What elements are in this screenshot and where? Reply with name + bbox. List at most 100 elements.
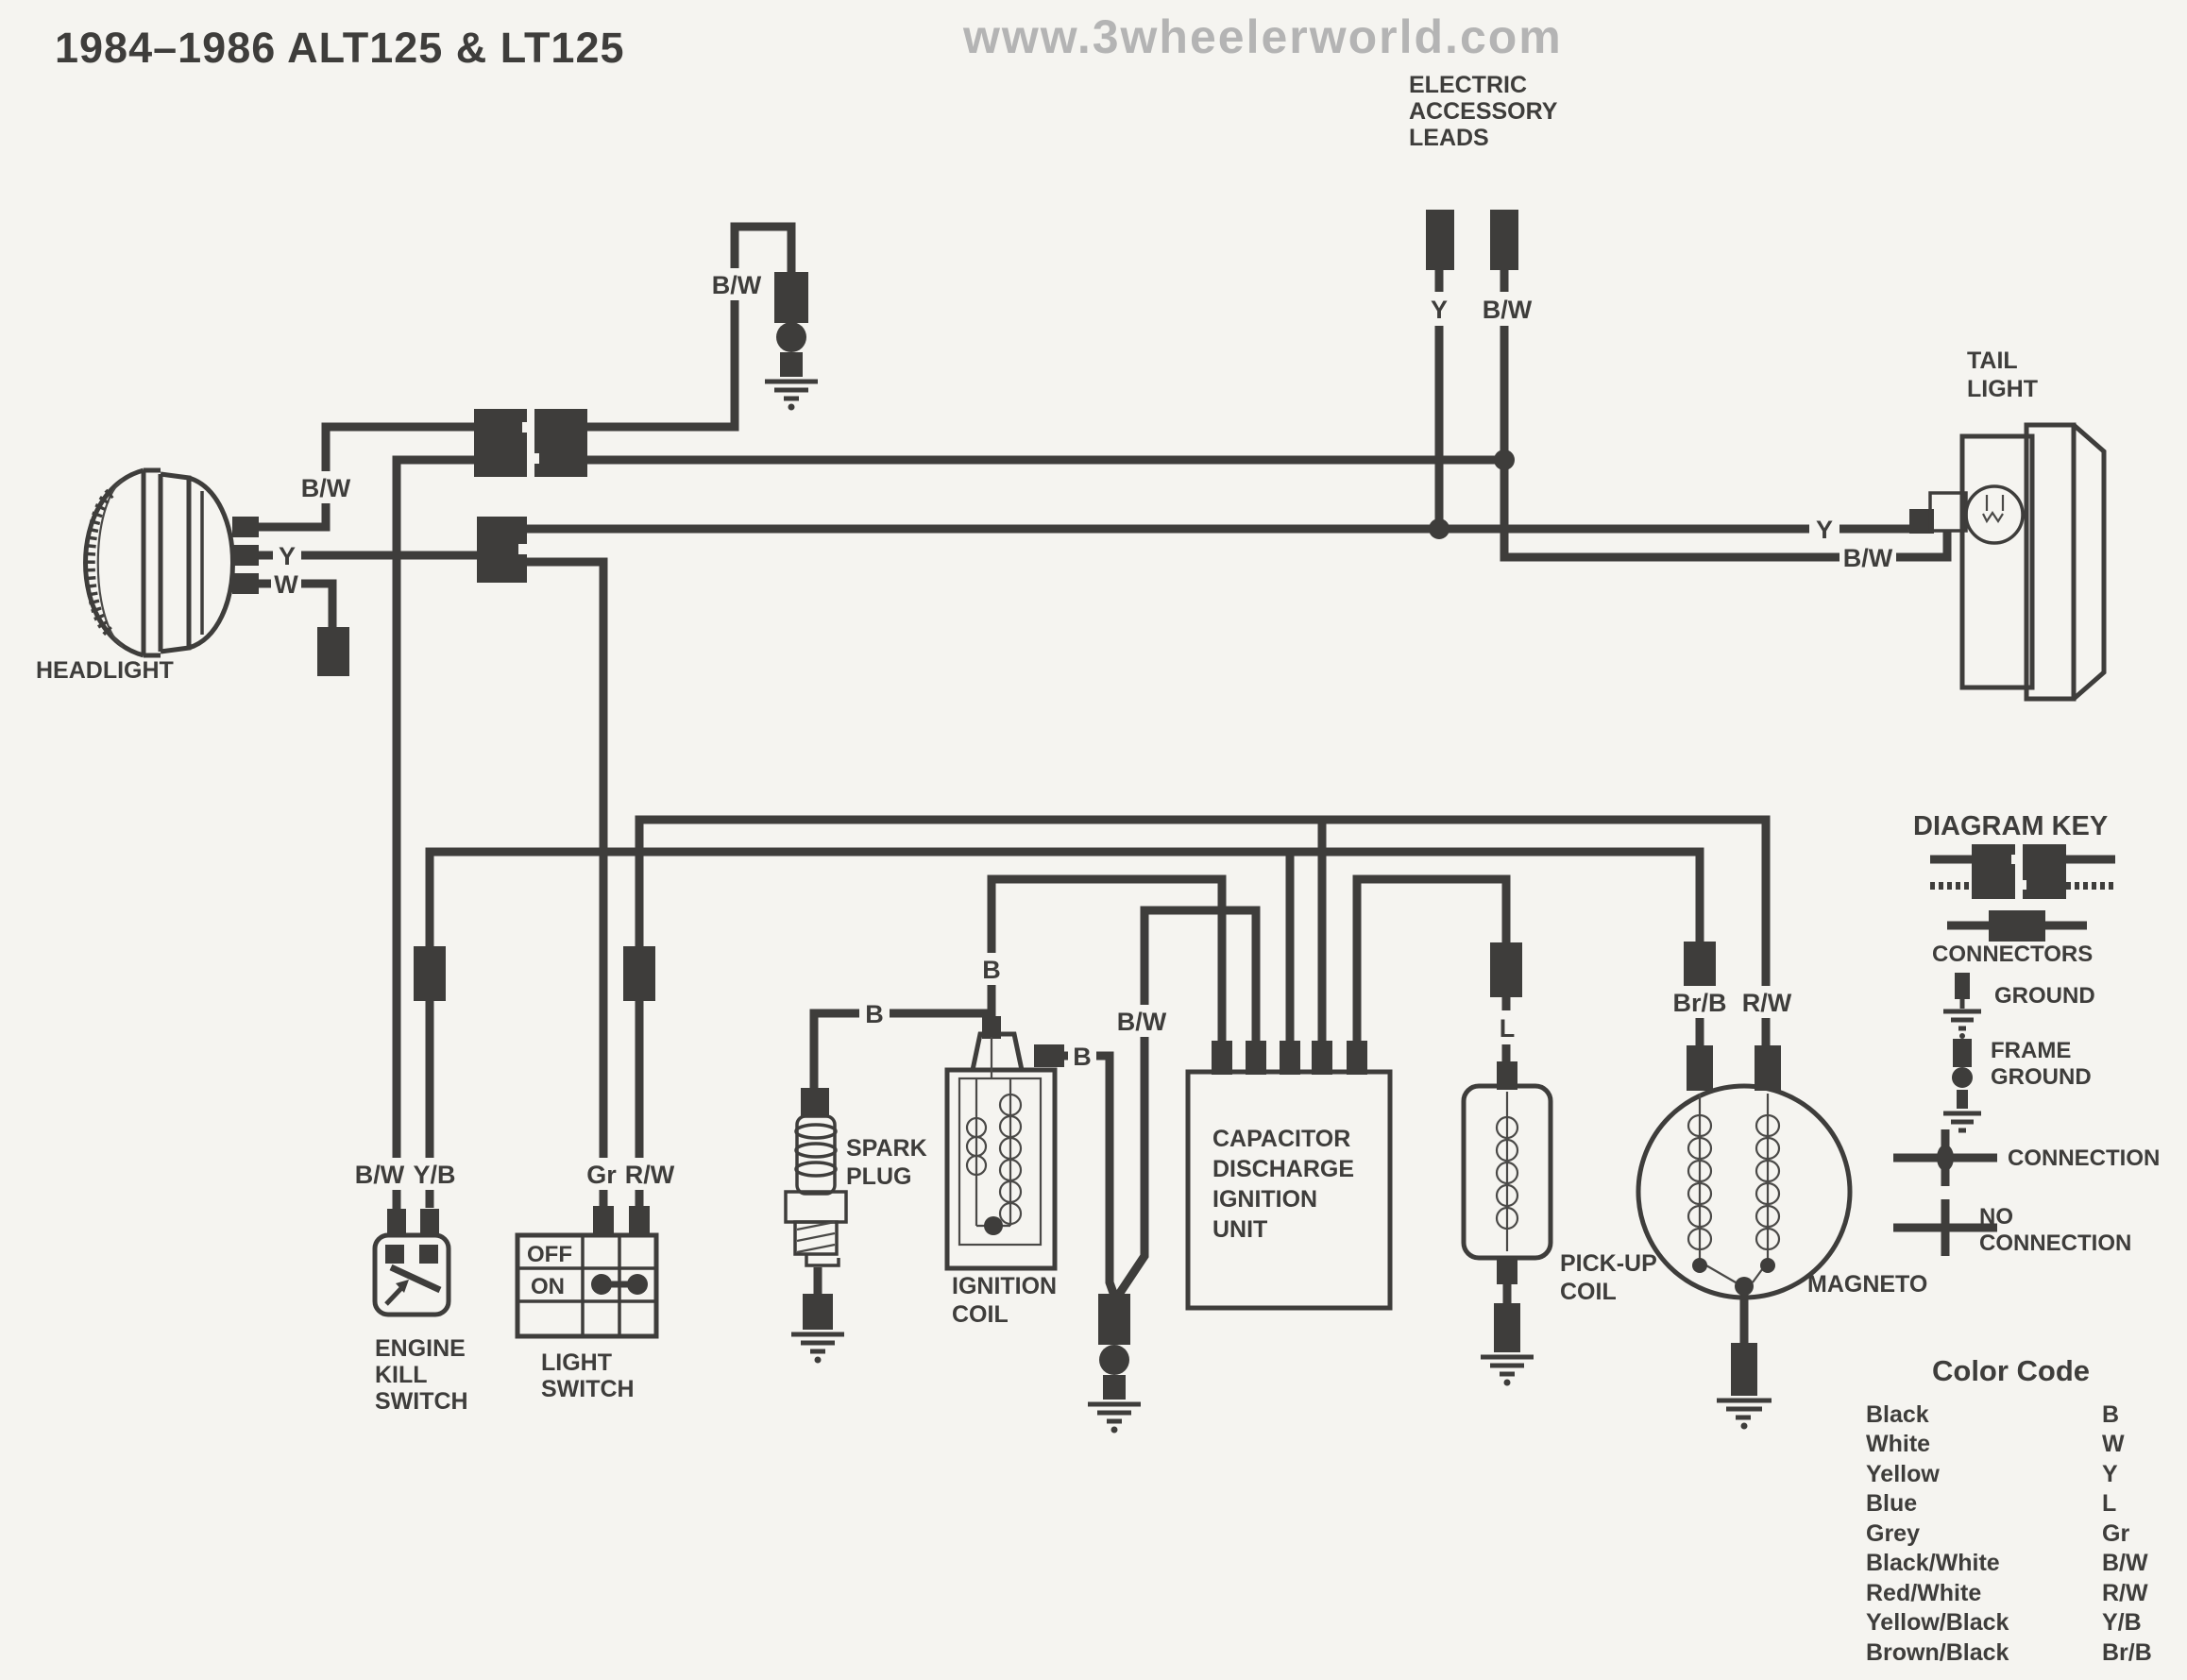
- wire-headlight-bw: [257, 422, 474, 532]
- frame-ground-coil: [1088, 1294, 1141, 1434]
- color-code-row: Yellow Y: [1866, 1461, 2118, 1487]
- no-connection-symbol: [1893, 1199, 1997, 1256]
- coil-cap: [969, 1031, 1026, 1073]
- tail-bulb: [1964, 484, 2025, 545]
- accessory-label: ACCESSORY: [1409, 98, 1558, 125]
- color-code-title: Color Code: [1932, 1354, 2090, 1387]
- wire-label-rw: R/W: [625, 1161, 675, 1189]
- wire-label-y: Y: [1816, 516, 1833, 544]
- pickup-label: PICK-UP: [1560, 1250, 1657, 1277]
- accessory-label: ELECTRIC: [1409, 72, 1527, 98]
- magneto-label: MAGNETO: [1807, 1271, 1927, 1298]
- cdi-label: DISCHARGE: [1212, 1156, 1354, 1182]
- cdi-terminal: [1280, 1041, 1300, 1075]
- junction-dot: [1429, 518, 1450, 539]
- color-code-row: Brown/Black Br/B: [1866, 1639, 2152, 1666]
- accessory-label: LEADS: [1409, 125, 1489, 151]
- ignition-coil-label: IGNITION: [952, 1273, 1057, 1299]
- light-switch-off: OFF: [527, 1242, 572, 1267]
- svg-text:Black: Black: [1866, 1401, 1929, 1428]
- tail-light-shell: [2024, 422, 2077, 702]
- wire-label-y: Y: [279, 542, 296, 570]
- light-switch-body: [515, 1232, 659, 1339]
- wire-coil-b-ground: [1064, 1051, 1119, 1298]
- wire-yb-riser: [425, 847, 1322, 1208]
- headlight-terminal-y: [232, 545, 259, 566]
- wire-label-gr: Gr: [586, 1161, 617, 1189]
- connector-yb: [414, 946, 446, 1001]
- spark-plug-label: PLUG: [846, 1163, 911, 1190]
- ignition-coil-label: COIL: [952, 1301, 1009, 1328]
- wire-label-b: B: [982, 956, 1001, 984]
- svg-text:Black/White: Black/White: [1866, 1550, 2000, 1576]
- svg-text:Brown/Black: Brown/Black: [1866, 1639, 2009, 1666]
- kill-switch-body: [372, 1232, 451, 1317]
- color-code-row: Grey Gr: [1866, 1520, 2129, 1547]
- connectors-label: CONNECTORS: [1932, 942, 2093, 967]
- spark-plug: SPARK PLUG: [784, 1088, 927, 1364]
- kill-switch-label: KILL: [375, 1362, 428, 1388]
- kill-switch-label: SWITCH: [375, 1388, 468, 1415]
- magneto-body: [1636, 1083, 1853, 1300]
- accessory-lead-y: [1426, 210, 1454, 270]
- connector-block: [534, 409, 587, 477]
- svg-text:White: White: [1866, 1431, 1930, 1457]
- cdi-label: IGNITION: [1212, 1186, 1317, 1213]
- wire-labels: B/W Y W B/W B/W Y/B Gr R/W Y B/W Y B/W B…: [271, 268, 1896, 1190]
- wire-cdi-bw-ground: [1114, 906, 1261, 1298]
- frame-ground-top: [765, 272, 818, 411]
- tail-light-label: TAIL: [1967, 348, 2018, 374]
- kill-switch-lever: [389, 1264, 442, 1294]
- color-code-row: Blue L: [1866, 1490, 2116, 1517]
- headlight-label: HEADLIGHT: [36, 657, 174, 684]
- color-code-row: Black B: [1866, 1401, 2119, 1428]
- no-connection-label: NO: [1979, 1204, 2013, 1230]
- connector-symbol-small: [1989, 910, 2045, 942]
- kill-switch-arrow: [396, 1280, 409, 1293]
- wire-label-yb: Y/B: [413, 1161, 455, 1189]
- coil-b-terminal: [1034, 1044, 1064, 1067]
- color-code: Color Code Black B White W Yellow Y Blue…: [1866, 1354, 2152, 1666]
- svg-text:Red/White: Red/White: [1866, 1580, 1981, 1606]
- svg-text:Br/B: Br/B: [2102, 1639, 2152, 1666]
- frame-ground-label: GROUND: [1991, 1064, 2092, 1090]
- wire-label-b: B: [1073, 1043, 1092, 1071]
- wire-label-bw: B/W: [355, 1161, 405, 1189]
- magneto-terminal-brb: [1687, 1045, 1713, 1091]
- headlight-bulb-dome: [188, 475, 235, 651]
- engine-kill-switch: ENGINE KILL SWITCH: [372, 1209, 468, 1415]
- junction-dot: [1494, 450, 1515, 470]
- tail-light-body: [1959, 433, 2035, 690]
- spark-plug-insulator: [795, 1114, 837, 1196]
- headlight: HEADLIGHT: [36, 467, 349, 684]
- w-wire-end-connector: [317, 627, 349, 676]
- svg-text:Blue: Blue: [1866, 1490, 1917, 1517]
- wires: [257, 222, 1952, 1343]
- wire-gr-riser: [527, 557, 608, 1208]
- connector-l: [1490, 942, 1522, 997]
- headlight-terminal-w: [232, 573, 259, 594]
- svg-text:Gr: Gr: [2102, 1520, 2129, 1547]
- wire-label-bw: B/W: [1117, 1008, 1167, 1036]
- wire-bw-to-frame-ground: [587, 222, 796, 432]
- connector-rw: [623, 946, 655, 1001]
- cdi-unit: CAPACITOR DISCHARGE IGNITION UNIT: [1185, 1041, 1393, 1311]
- cdi-terminal: [1246, 1041, 1266, 1075]
- watermark: www.3wheelerworld.com: [962, 10, 1563, 63]
- light-switch-on: ON: [531, 1274, 565, 1299]
- svg-text:Y/B: Y/B: [2102, 1609, 2142, 1636]
- ignition-coil: IGNITION COIL: [944, 1016, 1064, 1328]
- no-connection-label: CONNECTION: [1979, 1230, 2131, 1256]
- diagram-key: DIAGRAM KEY CONNECTORS GROUND FRAME GROU…: [1893, 811, 2160, 1256]
- wire-label-bw: B/W: [1843, 544, 1893, 572]
- ground-symbol: [1955, 973, 1970, 999]
- light-switch-label: SWITCH: [541, 1376, 635, 1402]
- magneto: MAGNETO: [1636, 1045, 1927, 1430]
- svg-text:W: W: [2102, 1431, 2125, 1457]
- cdi-box: [1185, 1069, 1393, 1311]
- light-switch-label: LIGHT: [541, 1349, 612, 1376]
- svg-text:Yellow: Yellow: [1866, 1461, 1940, 1487]
- cdi-label: CAPACITOR: [1212, 1126, 1350, 1152]
